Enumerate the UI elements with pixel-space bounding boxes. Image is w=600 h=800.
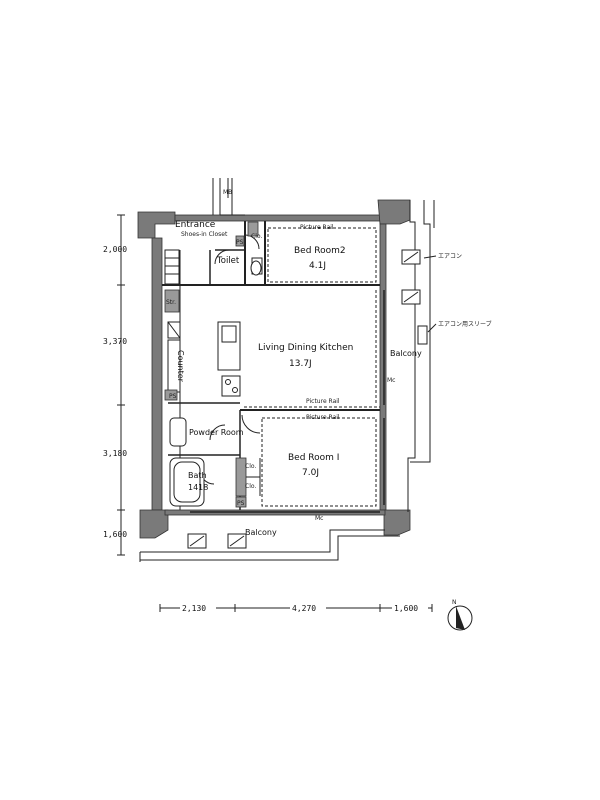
left-dimension-line: 2,000 3,370 3,180 1,600 xyxy=(103,214,127,556)
shoe-closet-label: Shoes-in Closet xyxy=(181,231,228,238)
ps-label-2: PS xyxy=(169,393,177,400)
clo-label-2: Clo. xyxy=(245,463,256,470)
svg-text:MB: MB xyxy=(223,189,232,196)
bedroom2-label: Bed Room2 xyxy=(294,246,346,256)
ac-label-2: エアコン用スリーブ xyxy=(438,320,492,328)
ps-label-1: PS xyxy=(236,239,244,246)
windows xyxy=(190,290,385,513)
bath-tub xyxy=(169,457,205,507)
dim-left-2: 3,370 xyxy=(103,337,127,346)
balcony-right-label: Balcony xyxy=(390,349,422,358)
dim-bottom-3: 1,600 xyxy=(394,604,418,613)
clo-label-1: Clo. xyxy=(251,233,262,240)
service-blocks xyxy=(164,221,259,508)
toilet-label: Toilet xyxy=(216,256,240,266)
bottom-dimension-line: 2,130 4,270 1,600 xyxy=(159,603,433,613)
picture-rails: Picture Rail Picture Rail Picture Rail xyxy=(244,224,380,507)
storage-label: Str. xyxy=(166,299,176,306)
mc-label-bottom: Mc xyxy=(315,515,323,522)
dim-bottom-2: 4,270 xyxy=(292,604,316,613)
dim-left-1: 2,000 xyxy=(103,245,127,254)
right-balcony: Balcony エアコン エアコン用スリーブ Mc xyxy=(387,200,492,512)
powder-sink xyxy=(169,417,187,447)
entrance-label: Entrance xyxy=(175,220,216,230)
clo-label-3: Clo. xyxy=(245,483,256,490)
outdoor-ac-unit xyxy=(187,533,207,549)
counter-label: Counter xyxy=(176,350,185,383)
dim-bottom-1: 2,130 xyxy=(182,604,206,613)
outdoor-ac-unit xyxy=(227,533,247,549)
toilet-fixture xyxy=(250,257,263,276)
entry-corridor: MB xyxy=(212,178,245,216)
balcony-bottom-label: Balcony xyxy=(245,528,277,537)
bedroom1-label: Bed Room I xyxy=(288,453,339,463)
picture-rail-label-3: Picture Rail xyxy=(306,414,340,421)
kitchen-fixtures xyxy=(167,321,241,397)
north-arrow-icon xyxy=(456,606,465,630)
bath-label: Bath xyxy=(188,471,207,480)
room-labels: Entrance Shoes-in Closet Toilet Bed Room… xyxy=(166,220,353,507)
shoe-closet xyxy=(164,249,180,285)
picture-rail-label-1: Picture Rail xyxy=(300,224,334,231)
north-compass: N xyxy=(447,599,473,631)
dim-left-4: 1,600 xyxy=(103,530,127,539)
mc-label-right: Mc xyxy=(387,377,395,384)
ac-label-1: エアコン xyxy=(438,253,462,260)
ldk-size: 13.7J xyxy=(289,359,312,369)
bedroom1-size: 7.0J xyxy=(302,468,319,478)
outdoor-ac-unit xyxy=(401,249,421,265)
picture-rail-label-2: Picture Rail xyxy=(306,398,340,405)
compass-label: N xyxy=(452,599,457,606)
powder-label: Powder Room xyxy=(189,428,244,437)
ldk-label: Living Dining Kitchen xyxy=(258,343,353,353)
ps-label-3: PS xyxy=(237,500,245,507)
dim-left-3: 3,180 xyxy=(103,449,127,458)
bath-size: 1418 xyxy=(188,483,208,492)
doors xyxy=(199,234,261,485)
bedroom2-size: 4.1J xyxy=(309,261,326,271)
outdoor-ac-unit xyxy=(401,289,421,305)
bottom-balcony: Balcony Mc xyxy=(139,515,400,562)
